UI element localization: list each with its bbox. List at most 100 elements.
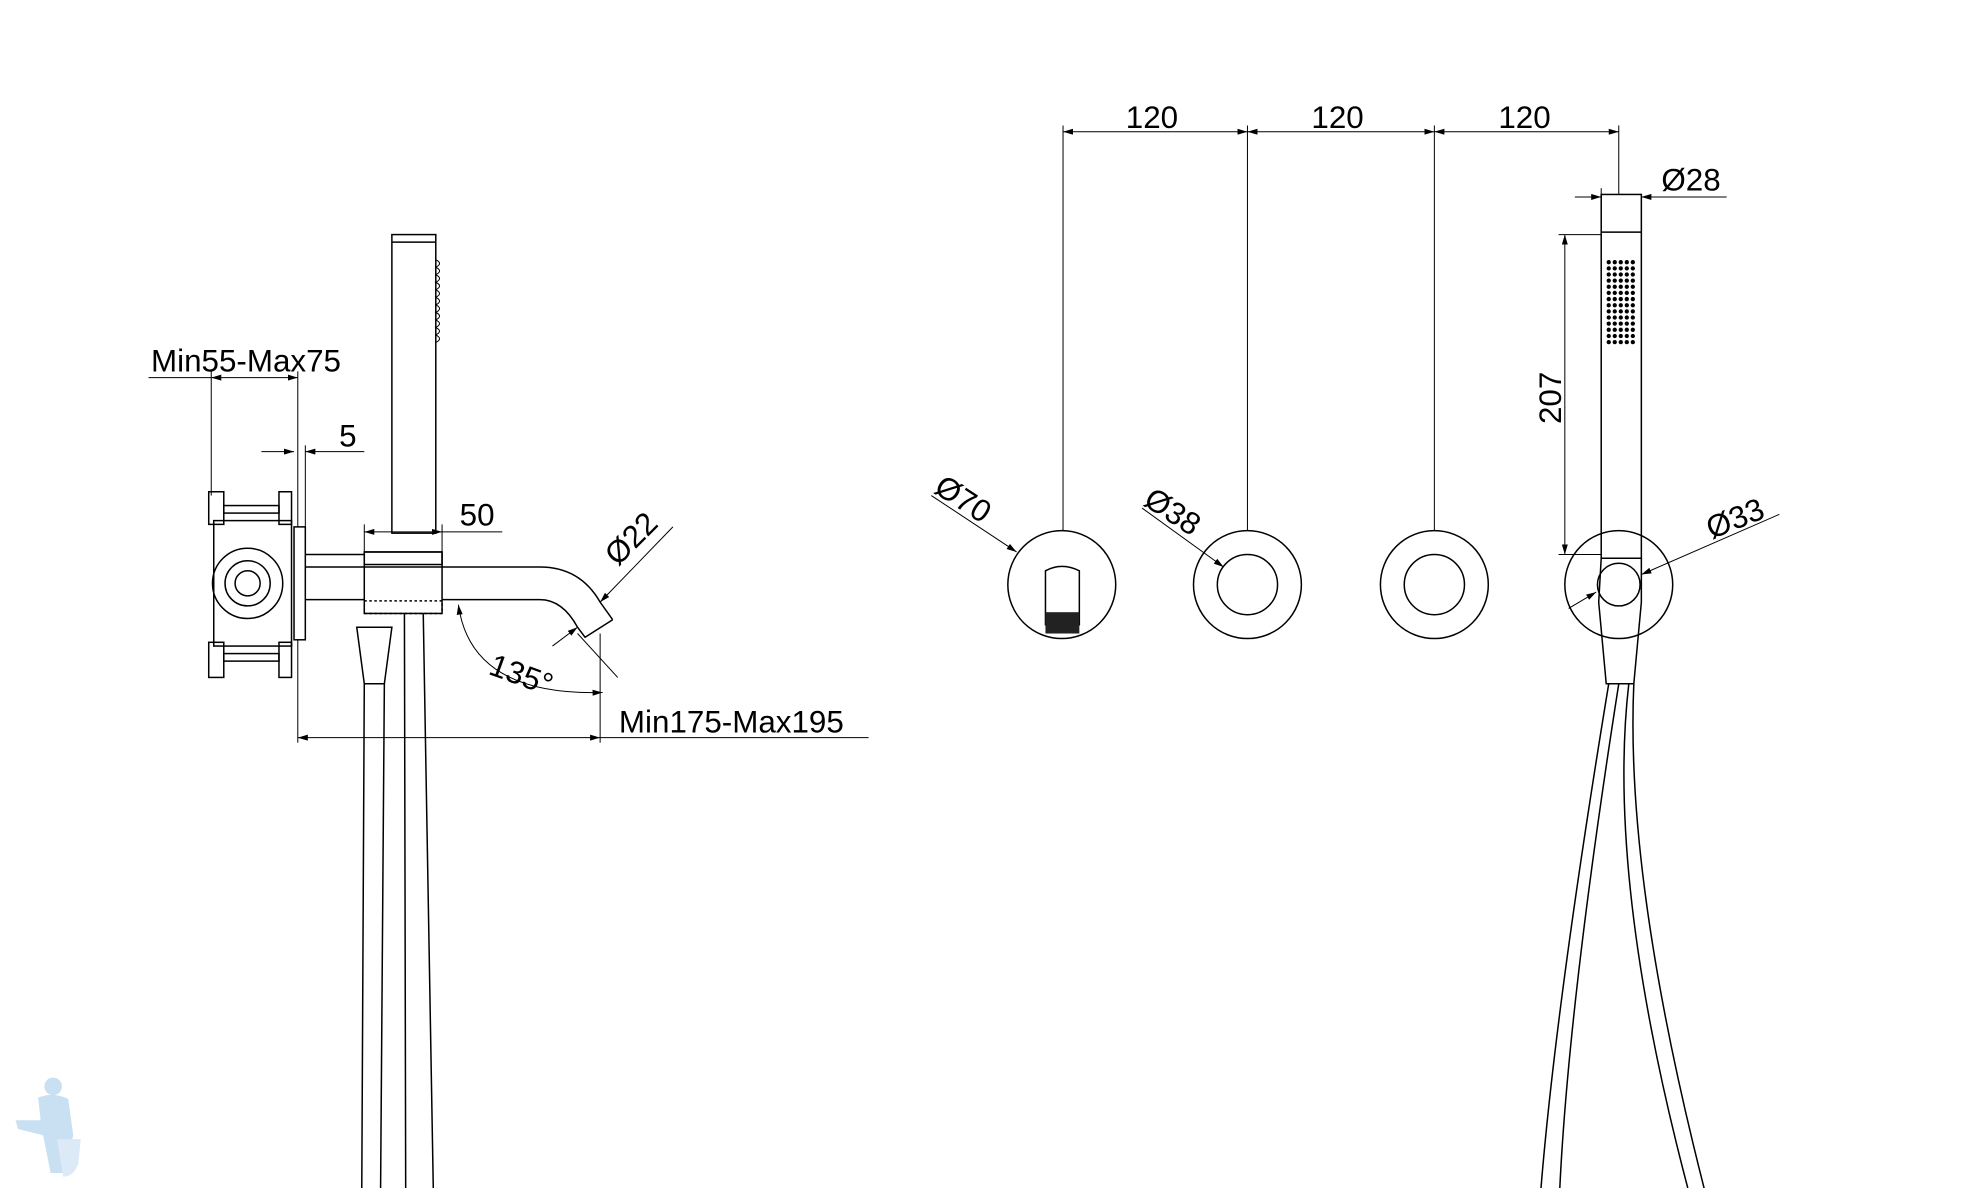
- handle-1: [1192, 529, 1303, 640]
- nozzle: [1618, 278, 1623, 283]
- angle-dimension: 135°: [456, 604, 619, 702]
- reach-dimension: Min175-Max195: [297, 633, 869, 743]
- nozzle: [1612, 260, 1617, 265]
- nozzle: [1630, 333, 1635, 339]
- nozzle: [1606, 321, 1611, 326]
- plate-label: 5: [339, 419, 356, 454]
- nozzle: [1618, 333, 1623, 339]
- nozzle: [1606, 296, 1611, 302]
- nozzle: [1612, 321, 1617, 326]
- nozzle: [1612, 296, 1617, 302]
- valve-body: [207, 491, 307, 679]
- spout-plate-diameter-label: Ø70: [929, 468, 998, 530]
- nozzle: [1630, 327, 1635, 332]
- nozzle: [1612, 290, 1617, 296]
- hose-front: [1540, 683, 1705, 1188]
- nozzle: [1618, 321, 1623, 326]
- hand-shower-side: [391, 233, 441, 534]
- hand-shower-holder: [355, 551, 443, 685]
- nozzle: [1630, 278, 1635, 283]
- nozzle: [1606, 309, 1611, 314]
- shower-length-label: 207: [1533, 372, 1568, 424]
- nozzle: [1606, 272, 1611, 277]
- nozzle: [1618, 266, 1623, 271]
- nozzle: [1612, 284, 1617, 289]
- spout-diameter-dimension: Ø22: [552, 505, 674, 647]
- spacing-label-3: 120: [1498, 100, 1550, 135]
- angle-label: 135°: [485, 647, 558, 702]
- nozzle: [1630, 272, 1635, 277]
- spacing-dimension: 120 120 120: [1062, 100, 1620, 531]
- watermark-logo: [15, 1077, 81, 1177]
- nozzle: [1630, 266, 1635, 271]
- nozzle: [1618, 284, 1623, 289]
- nozzle: [1606, 278, 1611, 283]
- nozzle: [1606, 266, 1611, 271]
- holder-diameter-label: Ø33: [1701, 491, 1769, 546]
- nozzle: [1612, 272, 1617, 277]
- nozzle: [1606, 339, 1611, 345]
- nozzle: [1618, 272, 1623, 277]
- nozzle: [1618, 327, 1623, 332]
- nozzle: [1624, 327, 1629, 332]
- spout: [305, 553, 614, 639]
- spacing-label-1: 120: [1126, 100, 1178, 135]
- nozzle: [1612, 339, 1617, 345]
- nozzle: [1624, 260, 1629, 265]
- shower-diameter-dimension: Ø28: [1574, 163, 1727, 201]
- nozzle: [1630, 321, 1635, 326]
- nozzle: [1618, 315, 1623, 320]
- spout-plate: [1007, 529, 1117, 640]
- nozzle: [1606, 260, 1611, 265]
- reach-label: Min175-Max195: [619, 705, 844, 740]
- nozzle: [1606, 284, 1611, 289]
- side-view: Min55-Max75 5: [148, 233, 869, 1188]
- hose-side: [361, 613, 435, 1188]
- shower-holder-front: [1564, 529, 1674, 685]
- nozzle: [1630, 315, 1635, 320]
- nozzle: [1624, 290, 1629, 296]
- depth-dimension: Min55-Max75: [148, 343, 341, 527]
- nozzle: [1612, 333, 1617, 339]
- nozzle: [1630, 339, 1635, 345]
- nozzle: [1630, 309, 1635, 314]
- nozzle: [1618, 260, 1623, 265]
- nozzle: [1618, 296, 1623, 302]
- nozzle: [1624, 284, 1629, 289]
- nozzle: [1624, 321, 1629, 326]
- nozzle: [1624, 339, 1629, 345]
- nozzle: [1606, 315, 1611, 320]
- nozzle: [1612, 315, 1617, 320]
- nozzle: [1624, 315, 1629, 320]
- shower-diameter-label: Ø28: [1661, 163, 1720, 198]
- nozzle: [1624, 266, 1629, 271]
- shower-length-dimension: 207: [1533, 234, 1602, 555]
- front-view: 120 120 120: [929, 100, 1780, 1188]
- spout-diameter-label: Ø22: [598, 505, 665, 572]
- spacing-label-2: 120: [1311, 100, 1363, 135]
- nozzle: [1630, 303, 1635, 308]
- nozzle: [1612, 266, 1617, 271]
- nozzle: [1624, 303, 1629, 308]
- nozzle: [1618, 309, 1623, 314]
- nozzle: [1612, 327, 1617, 332]
- handle-diameter-dimension: Ø38: [1138, 481, 1224, 568]
- nozzle: [1624, 309, 1629, 314]
- handle-diameter-label: Ø38: [1138, 481, 1207, 543]
- nozzle: [1624, 278, 1629, 283]
- handle-2: [1379, 529, 1490, 640]
- nozzle-grid: [1606, 260, 1635, 345]
- nozzle: [1624, 272, 1629, 277]
- holder-diameter-dimension: Ø33: [1568, 491, 1780, 609]
- nozzle: [1606, 290, 1611, 296]
- nozzle: [1630, 290, 1635, 296]
- nozzle: [1618, 290, 1623, 296]
- nozzle: [1612, 309, 1617, 314]
- nozzle: [1618, 339, 1623, 345]
- nozzle: [1618, 303, 1623, 308]
- nozzle: [1606, 327, 1611, 332]
- nozzle: [1630, 260, 1635, 265]
- nozzle: [1612, 303, 1617, 308]
